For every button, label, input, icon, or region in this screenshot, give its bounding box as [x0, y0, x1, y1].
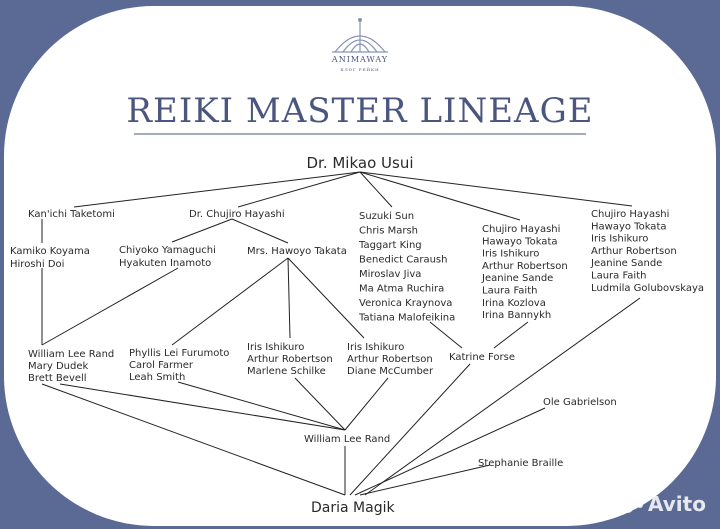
node-line: William Lee Rand [28, 349, 114, 360]
node-daria: Daria Magik [311, 500, 395, 516]
edge-takata-iris1 [287, 257, 291, 339]
node-line: Jeanine Sande [590, 258, 662, 269]
edge-chujiro1-forse [493, 321, 529, 349]
node-line: Phyllis Lei Furumoto [129, 348, 229, 359]
node-stephanie: Stephanie Braille [478, 458, 563, 469]
page-title: REIKI MASTER LINEAGE [126, 91, 593, 131]
lineage-connectors [41, 171, 641, 496]
avito-watermark-icon [616, 487, 643, 513]
edge-usui-taketomi [73, 171, 361, 208]
node-takata: Mrs. Hawoyo Takata [247, 246, 347, 257]
node-line: Arthur Robertson [347, 354, 433, 365]
node-line: Leah Smith [129, 372, 185, 383]
edge-takata-iris2 [287, 257, 365, 339]
node-line: Arthur Robertson [482, 261, 568, 272]
node-line: Jeanine Sande [481, 273, 553, 284]
brand-tagline: БЛОГ РЕЙКИ [340, 67, 379, 72]
node-line: Taggart King [358, 240, 422, 251]
node-line: Stephanie Braille [478, 458, 563, 469]
edge-rand-william [59, 383, 346, 431]
node-line: Ludmila Golubovskaya [591, 283, 704, 294]
edge-usui-hayashi [237, 171, 361, 208]
node-line: Diane McCumber [347, 366, 434, 377]
node-line: Ma Atma Ruchira [359, 284, 444, 295]
node-line: Iris Ishikuro [347, 342, 404, 353]
edge-iris1-william [294, 377, 346, 431]
node-line: Miroslav Jiva [359, 269, 421, 280]
node-line: Benedict Caraush [359, 255, 447, 266]
animaway-logo-icon [332, 18, 388, 53]
poster-panel [4, 6, 716, 526]
node-line: Irina Bannykh [482, 310, 551, 321]
node-hayashi: Dr. Chujiro Hayashi [189, 209, 285, 220]
node-line: Brett Bevell [28, 373, 87, 384]
node-line: Katrine Forse [449, 352, 515, 363]
node-line: Kan'ichi Taketomi [28, 209, 115, 220]
node-william: William Lee Rand [304, 434, 390, 445]
node-line: Arthur Robertson [591, 246, 677, 257]
node-line: Iris Ishikuro [591, 234, 648, 245]
node-line: Dr. Chujiro Hayashi [189, 209, 285, 220]
node-line: Iris Ishikuro [482, 249, 539, 260]
node-line: Hawayo Tokata [482, 236, 558, 247]
edge-chujiro2-daria [364, 297, 641, 496]
node-line: Arthur Robertson [247, 354, 333, 365]
node-ole: Ole Gabrielson [543, 397, 617, 408]
node-line: Kamiko Koyama [10, 246, 90, 257]
node-line: Hyakuten Inamoto [119, 258, 211, 269]
node-line: Laura Faith [591, 271, 646, 282]
node-line: Ole Gabrielson [543, 397, 617, 408]
node-forse: Katrine Forse [449, 352, 515, 363]
edge-yamaguchi-rand [41, 267, 179, 346]
edge-phyllis-william [177, 381, 346, 431]
edge-rand-daria [41, 383, 346, 496]
edge-takata-phyllis [171, 257, 289, 346]
edge-stephanie-daria [359, 464, 491, 496]
node-line: Tatiana Malofeikina [358, 313, 455, 324]
node-line: Mrs. Hawoyo Takata [247, 246, 347, 257]
node-line: Irina Kozlova [482, 298, 546, 309]
node-line: Laura Faith [482, 286, 537, 297]
avito-watermark: Avito [648, 492, 706, 516]
node-line: Chiyoko Yamaguchi [119, 245, 216, 256]
edge-suzuki-forse [429, 321, 463, 349]
node-line: William Lee Rand [304, 434, 390, 445]
node-line: Chris Marsh [359, 226, 418, 237]
edge-usui-chujiro2 [359, 171, 633, 207]
node-line: Daria Magik [311, 500, 395, 516]
node-line: Dr. Mikao Usui [306, 154, 413, 172]
edge-forse-daria [349, 363, 471, 496]
node-line: Iris Ishikuro [247, 342, 304, 353]
edge-hayashi-yamaguchi [171, 218, 233, 243]
node-taketomi: Kan'ichi Taketomi [28, 209, 115, 220]
node-root: Dr. Mikao Usui [306, 154, 413, 172]
brand-name: ANIMAWAY [331, 55, 388, 64]
node-line: Carol Farmer [129, 360, 194, 371]
node-line: Suzuki Sun [359, 211, 414, 222]
node-line: Veronica Kraynova [359, 298, 452, 309]
node-line: Hawayo Tokata [591, 221, 667, 232]
edge-hayashi-takata [231, 218, 289, 244]
node-line: Mary Dudek [28, 361, 89, 372]
edge-usui-suzuki [359, 171, 393, 208]
edge-iris2-william [344, 377, 389, 431]
node-line: Marlene Schilke [247, 366, 326, 377]
edge-usui-chujiro1 [359, 171, 521, 221]
node-line: Chujiro Hayashi [482, 224, 560, 235]
edge-ole-daria [354, 407, 546, 496]
node-line: Hiroshi Doi [10, 259, 64, 270]
node-line: Chujiro Hayashi [591, 209, 669, 220]
